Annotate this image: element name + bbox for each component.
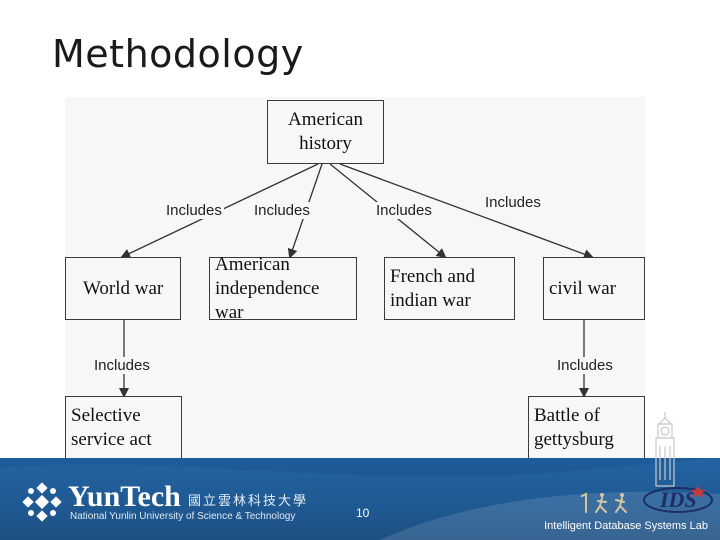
clock-tower-icon: [655, 412, 675, 487]
node-label: World war: [83, 277, 164, 299]
university-cjk-name: 國立雲林科技大學: [188, 493, 309, 508]
edge-label-french-indian: Includes: [374, 202, 434, 219]
edge-label-civil-war: Includes: [483, 194, 543, 211]
edge-label-selective: Includes: [92, 357, 152, 374]
footer-band: [0, 458, 720, 540]
node-label: Battle of gettysburg: [534, 405, 614, 450]
node-american-independence-war: American independence war: [209, 254, 357, 323]
edge-label-world-war: Includes: [164, 202, 224, 219]
node-world-war: World war: [65, 257, 181, 320]
page-number: 10: [356, 506, 370, 520]
edge-label-independence: Includes: [252, 202, 312, 219]
node-american-history: American history: [267, 100, 384, 164]
footer-wave-decoration: [0, 458, 720, 540]
university-short-name: YunTech: [68, 480, 181, 513]
university-full-name: National Yunlin University of Science & …: [70, 511, 296, 522]
edge-label-gettysburg: Includes: [555, 357, 615, 374]
node-label: American independence war: [215, 253, 320, 323]
running-figures-icon: [581, 492, 627, 513]
slide-title: Methodology: [52, 32, 304, 76]
yuntech-logo-icon: [22, 482, 62, 522]
node-battle-of-gettysburg: Battle of gettysburg: [528, 396, 645, 460]
node-label: civil war: [549, 277, 617, 299]
node-label: French and indian war: [390, 265, 475, 311]
node-french-indian-war: French and indian war: [384, 257, 515, 320]
edge-root-civil-war: [339, 163, 594, 259]
node-label: American history: [288, 109, 363, 154]
ids-lab-logo: IDS: [643, 486, 713, 513]
node-selective-service-act: Selective service act: [65, 396, 182, 460]
node-label: Selective service act: [71, 405, 152, 450]
node-civil-war: civil war: [543, 257, 645, 320]
svg-text:IDS: IDS: [659, 487, 697, 512]
lab-name: Intelligent Database Systems Lab: [544, 520, 708, 532]
